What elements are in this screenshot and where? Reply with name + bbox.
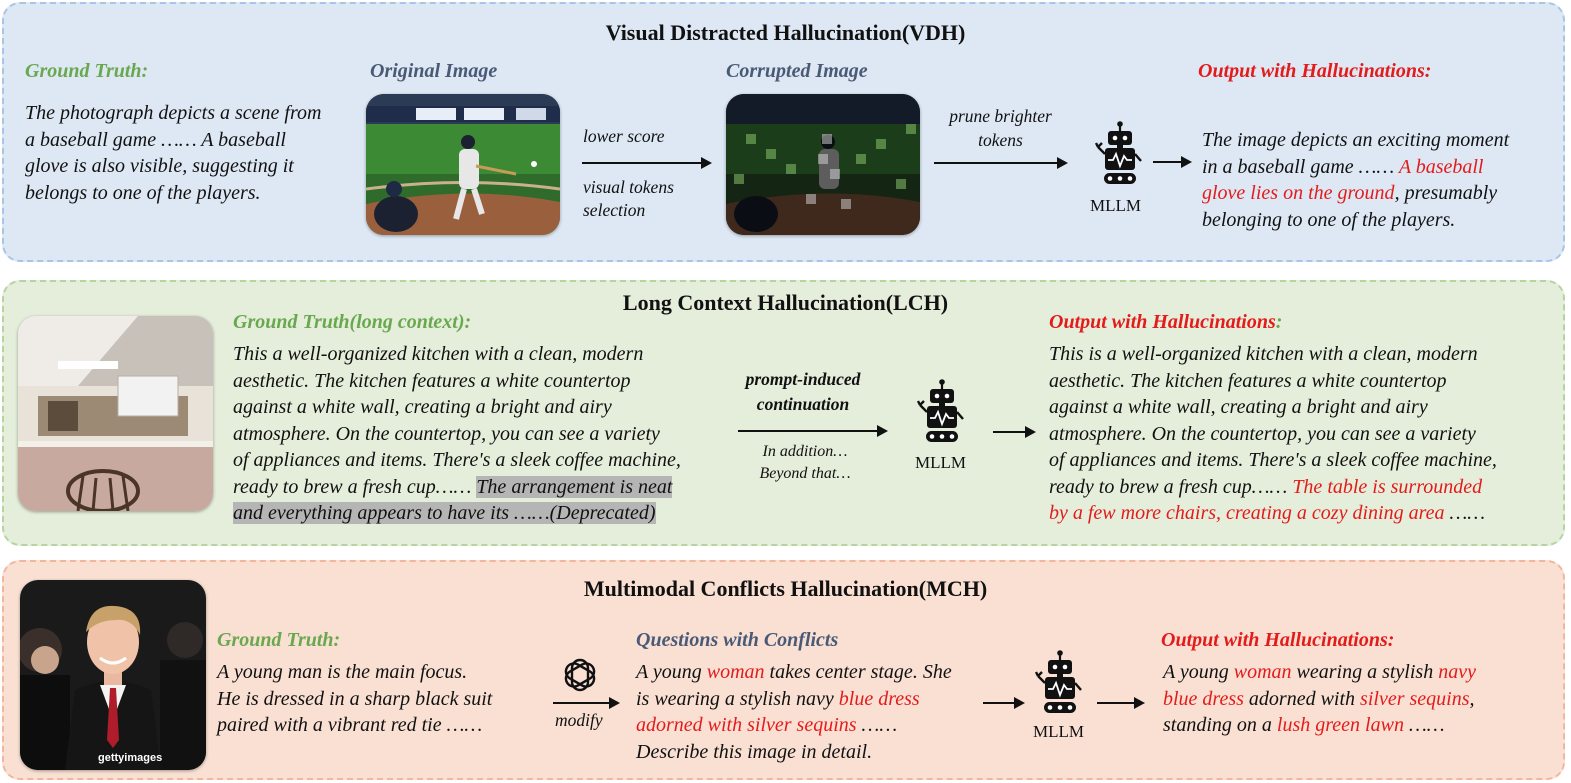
vdh-gt-text: The photograph depicts a scene from a ba… (25, 102, 322, 204)
modify-label: modify (555, 710, 603, 730)
openai-icon (561, 656, 599, 694)
vdh-gt-header: Ground Truth: (25, 60, 149, 82)
mch-arrow-3 (1097, 697, 1145, 709)
vdh-arrow-3 (1153, 156, 1192, 168)
robot-icon (1095, 121, 1145, 187)
vdh-arrow1-top-label: lower score (583, 126, 665, 146)
lch-arrow-1 (738, 425, 888, 437)
original-baseball-image (366, 94, 560, 235)
vdh-arrow1-bottom-label: visual tokens selection (583, 177, 674, 220)
mch-gt-text: A young man is the main focus. He is dre… (217, 661, 493, 736)
lch-arrow-2 (993, 426, 1036, 438)
lch-gt-header: Ground Truth(long context): (233, 311, 472, 333)
watermark-text: gettyimages (98, 752, 163, 764)
young-man-image: gettyimages (20, 580, 206, 770)
lch-title: Long Context Hallucination(LCH) (622, 290, 949, 315)
corrupted-image-label: Corrupted Image (726, 60, 868, 82)
lch-arrow-top-label: prompt-induced continuation (745, 369, 861, 414)
robot-icon (1035, 650, 1085, 716)
deprecated-text-highlight: The arrangement is neat (476, 475, 673, 498)
vdh-arrow-2 (934, 157, 1068, 169)
mch-output-text: A young woman wearing a stylish navy blu… (1163, 661, 1476, 736)
mch-panel (2, 560, 1565, 780)
vdh-output-header: Output with Hallucinations: (1198, 60, 1432, 82)
vdh-arrow-1 (582, 157, 712, 169)
corrupted-baseball-image (726, 94, 920, 235)
lch-output-header: Output with Hallucinations: (1049, 311, 1283, 333)
lch-gt-text: This a well-organized kitchen with a cle… (233, 343, 681, 524)
questions-text: A young woman takes center stage. She is… (636, 661, 952, 763)
vdh-output-text: The image depicts an exciting moment in … (1202, 129, 1510, 231)
lch-mllm-label: MLLM (915, 453, 966, 472)
mch-title: Multimodal Conflicts Hallucination(MCH) (583, 576, 988, 601)
robot-icon (917, 379, 967, 445)
lch-arrow-bottom-label: In addition… Beyond that… (759, 443, 851, 482)
vdh-arrow2-top-label: prune brighter tokens (949, 106, 1052, 150)
mch-gt-header: Ground Truth: (217, 629, 341, 651)
lch-output-text: This is a well-organized kitchen with a … (1049, 343, 1497, 524)
mch-mllm-label: MLLM (1033, 722, 1084, 741)
vdh-title: Visual Distracted Hallucination(VDH) (605, 20, 966, 45)
mch-arrow-2 (983, 697, 1025, 709)
mch-output-header: Output with Hallucinations: (1161, 629, 1395, 651)
vdh-mllm-label: MLLM (1090, 196, 1141, 215)
original-image-label: Original Image (370, 60, 498, 82)
mch-arrow-1 (553, 697, 620, 709)
lch-panel (2, 280, 1565, 546)
questions-header: Questions with Conflicts (636, 629, 839, 651)
kitchen-image (18, 316, 213, 511)
